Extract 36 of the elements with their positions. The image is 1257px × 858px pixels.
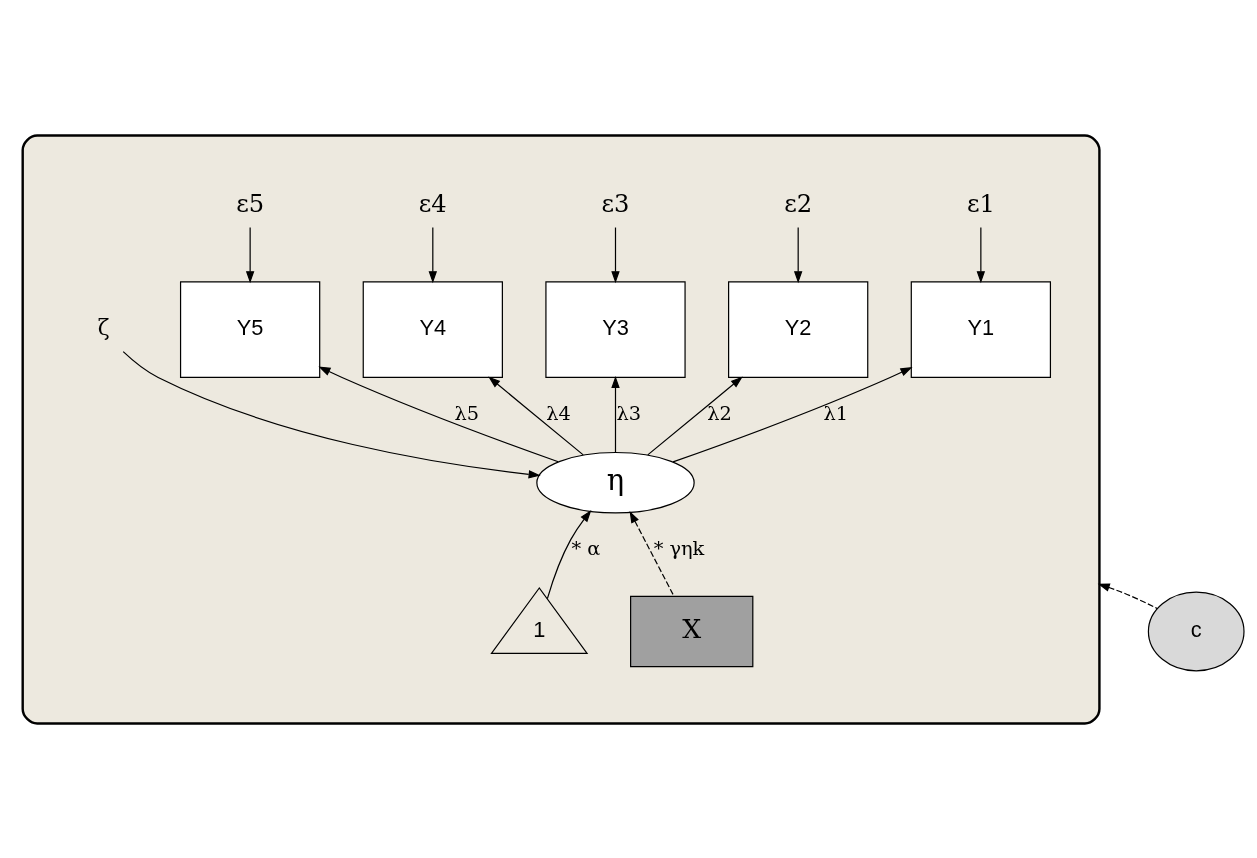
arrow: [611, 375, 620, 453]
arrow: [546, 509, 592, 599]
arrow: [1097, 583, 1158, 609]
arrow: [611, 226, 620, 283]
node-text: ε1: [966, 189, 995, 218]
arrow: [122, 350, 541, 478]
node-text: ε4: [418, 189, 447, 218]
edge-label: * γηk: [653, 536, 705, 560]
edge-label: λ3: [616, 401, 642, 425]
node-box: Y3: [545, 280, 686, 378]
arrow: [672, 366, 913, 462]
arrow: [629, 510, 675, 597]
edge-label: λ5: [454, 401, 479, 425]
edge-label: * α: [571, 536, 601, 560]
arrow: [488, 376, 584, 455]
node-ellipse: η: [536, 451, 695, 514]
edge-label: λ1: [823, 401, 848, 425]
node-ellipse: c: [1147, 591, 1245, 671]
node-box: X: [630, 595, 754, 667]
arrow: [647, 376, 743, 455]
node-box: Y4: [362, 280, 503, 378]
node-text: ε2: [784, 189, 813, 218]
cluster: [21, 133, 1101, 725]
node-text: ε3: [601, 189, 630, 218]
node-text: ζ: [97, 314, 110, 340]
arrow: [245, 226, 255, 283]
node-text: ε5: [236, 189, 265, 218]
node-box: Y1: [910, 280, 1052, 378]
node-box: Y2: [728, 280, 869, 378]
arrow: [793, 226, 803, 283]
arrow: [976, 226, 986, 283]
arrow: [318, 366, 559, 462]
edge-label: λ4: [546, 401, 571, 425]
edge-label: λ2: [707, 401, 732, 425]
arrow: [428, 226, 438, 283]
node-box: Y5: [179, 280, 321, 378]
